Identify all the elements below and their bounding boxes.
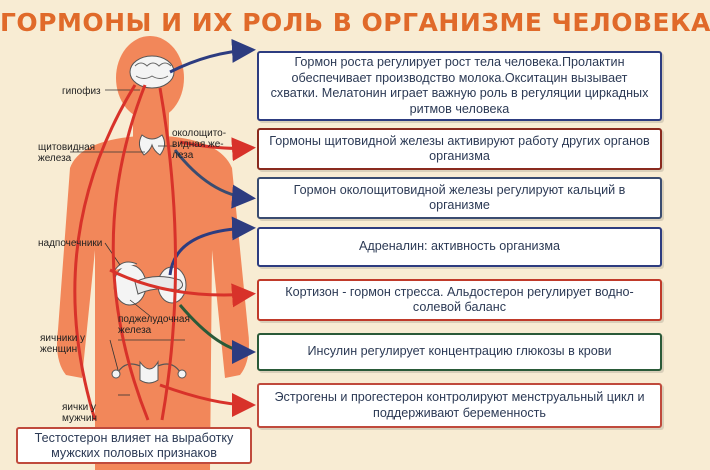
- box-estrogen: Эстрогены и прогестерон контролируют мен…: [257, 383, 662, 428]
- uterus-icon: [111, 360, 187, 384]
- label-adrenals: надпочечники: [38, 238, 103, 249]
- box-parathyroid-hormone: Гормон околощитовидной железы регулируют…: [257, 177, 662, 219]
- label-parathyroid: околощито- видная же- леза: [172, 128, 227, 161]
- box-insulin: Инсулин регулирует концентрацию глюкозы …: [257, 333, 662, 371]
- label-ovaries: яичники у женщин: [40, 333, 86, 355]
- box-pituitary-hormones: Гормон роста регулирует рост тела челове…: [257, 51, 662, 121]
- thyroid-icon: [138, 134, 166, 156]
- box-adrenaline: Адреналин: активность организма: [257, 227, 662, 267]
- label-thyroid: щитовидная железа: [38, 142, 96, 164]
- page-title: ГОРМОНЫ И ИХ РОЛЬ В ОРГАНИЗМЕ ЧЕЛОВЕКА: [0, 8, 710, 37]
- box-testosterone: Тестостерон влияет на выработку мужских …: [16, 427, 252, 464]
- brain-icon: [129, 55, 175, 89]
- label-pancreas: поджелудочная железа: [118, 314, 190, 336]
- box-thyroid-hormones: Гормоны щитовидной железы активируют раб…: [257, 128, 662, 170]
- box-cortisone: Кортизон - гормон стресса. Альдостерон р…: [257, 279, 662, 321]
- pancreas-icon: [134, 276, 184, 295]
- label-testes: яички у мужчин: [62, 402, 97, 424]
- label-pituitary: гипофиз: [62, 86, 101, 97]
